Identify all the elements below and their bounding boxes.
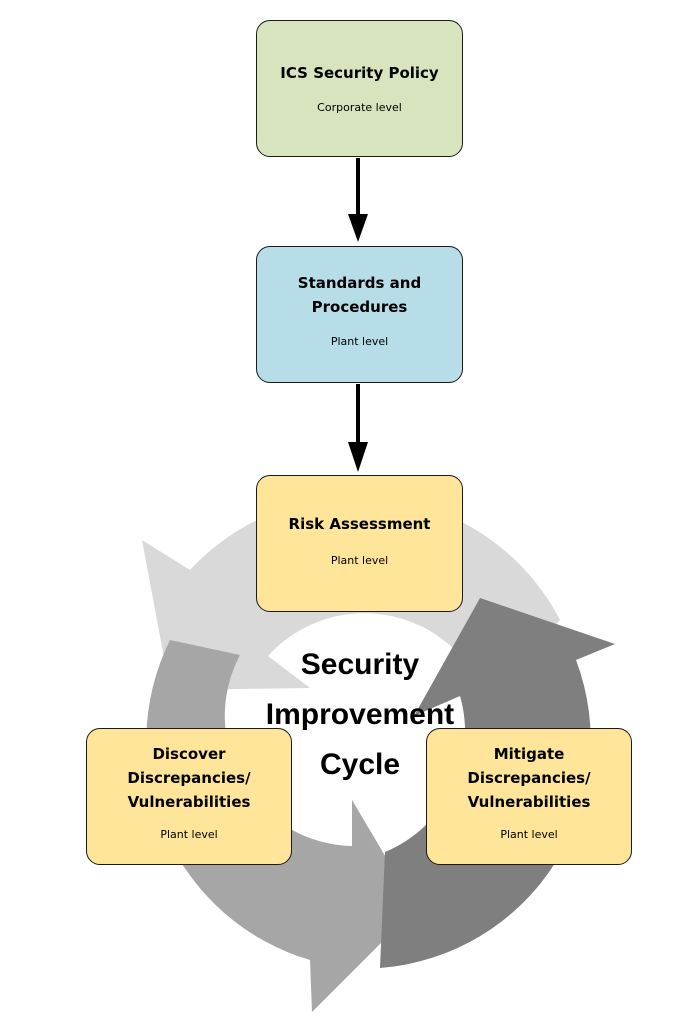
risk-title: Risk Assessment	[288, 515, 431, 533]
mitigate-box: Mitigate Discrepancies/ Vulnerabilities …	[426, 728, 632, 865]
cycle-label-line1: Security	[300, 648, 420, 681]
cycle-label: Security Improvement Cycle	[240, 640, 480, 790]
policy-title: ICS Security Policy	[280, 64, 439, 82]
cycle-label-line3: Cycle	[319, 748, 401, 781]
standards-title-line2: Procedures	[311, 298, 408, 316]
cycle-label-line2: Improvement	[265, 698, 455, 731]
standards-level: Plant level	[330, 335, 389, 348]
risk-box: Risk Assessment Plant level	[256, 475, 463, 612]
arrowhead-policy-to-standards	[348, 214, 368, 242]
discover-box: Discover Discrepancies/ Vulnerabilities …	[86, 728, 292, 865]
risk-level: Plant level	[330, 554, 389, 567]
mitigate-title-line3: Vulnerabilities	[467, 793, 591, 811]
policy-level: Corporate level	[317, 101, 402, 114]
discover-title-line3: Vulnerabilities	[127, 793, 251, 811]
mitigate-level: Plant level	[500, 828, 558, 841]
policy-box: ICS Security Policy Corporate level	[256, 20, 463, 157]
standards-box: Standards and Procedures Plant level	[256, 246, 463, 383]
discover-title-line2: Discrepancies/	[127, 769, 251, 787]
mitigate-title-line1: Mitigate	[493, 745, 565, 763]
mitigate-title-line2: Discrepancies/	[467, 769, 591, 787]
discover-level: Plant level	[160, 828, 218, 841]
arrowhead-standards-to-risk	[348, 442, 368, 472]
discover-title-line1: Discover	[152, 745, 226, 763]
standards-title-line1: Standards and	[297, 274, 422, 292]
